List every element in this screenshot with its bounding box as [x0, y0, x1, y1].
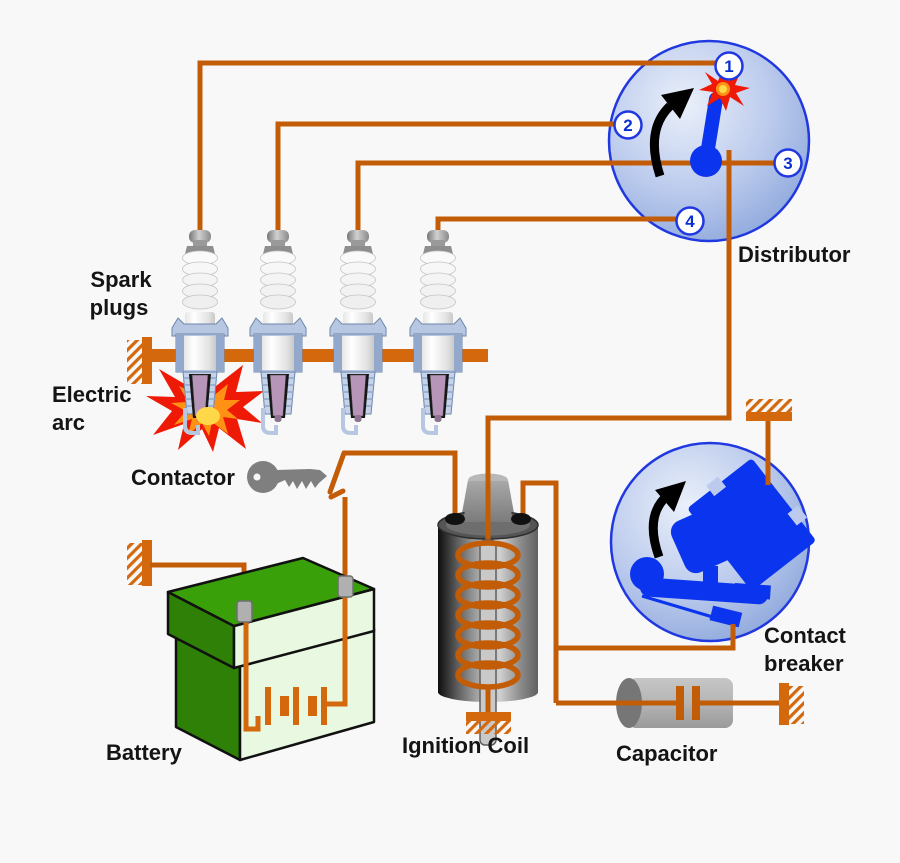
label-spark-plugs-1: Spark — [90, 267, 152, 292]
rotation-arrowhead-icon — [655, 481, 686, 512]
ground-icon-coil — [466, 712, 511, 734]
terminal-1 — [714, 51, 744, 81]
label-capacitor: Capacitor — [616, 741, 718, 766]
terminal-4 — [675, 206, 705, 236]
plug1-hook-electrode — [183, 408, 200, 435]
engine-block-bar — [127, 337, 488, 384]
terminal-3 — [773, 148, 803, 178]
wire-terminal1-plug1 — [197, 60, 716, 232]
contactor — [247, 450, 458, 580]
distributor-terminals: 1 2 3 4 — [613, 51, 803, 236]
breaker-mechanism-icon — [630, 459, 815, 628]
distributor: 1 2 3 4 — [613, 51, 803, 236]
wire-terminal4-plug4 — [435, 216, 678, 232]
label-contact-breaker-1: Contact — [764, 623, 847, 648]
key-icon — [247, 461, 327, 493]
ground-icon-battery — [127, 540, 152, 586]
label-spark-plugs-2: plugs — [90, 295, 149, 320]
coil-terminal-right — [511, 513, 531, 525]
terminal-2-number: 2 — [623, 116, 632, 135]
spark-plug-2 — [248, 228, 308, 435]
label-contactor: Contactor — [131, 465, 235, 490]
label-contact-breaker-2: breaker — [764, 651, 844, 676]
coil-terminal-left — [445, 513, 465, 525]
battery-terminal-negative — [236, 600, 253, 623]
capacitor-plate-right — [692, 686, 700, 720]
capacitor — [556, 678, 804, 728]
battery — [127, 540, 376, 762]
contact-breaker — [556, 399, 815, 651]
ground-icon-engine — [127, 337, 152, 384]
capacitor-plate-left — [676, 686, 684, 720]
electric-arc-core — [183, 407, 220, 435]
battery-box — [166, 556, 376, 762]
wire-coil-to-breaker — [520, 480, 559, 703]
spark-plug-3 — [328, 228, 388, 435]
wire-terminal2-plug2 — [275, 121, 616, 232]
rotation-arrowhead-icon — [661, 88, 694, 119]
wire-terminal3-plug3 — [355, 160, 776, 232]
ground-icon-breaker — [746, 399, 792, 421]
battery-terminal-positive — [337, 575, 354, 598]
battery-cell-symbol — [243, 592, 348, 732]
labels: Spark plugs Electric arc Contactor Batte… — [52, 242, 851, 766]
label-distributor: Distributor — [738, 242, 851, 267]
wire-breaker-to-junction — [556, 624, 736, 651]
rotation-arrow-icon — [649, 102, 674, 178]
ground-icon-capacitor — [779, 683, 804, 725]
label-ignition-coil: Ignition Coil — [402, 733, 529, 758]
terminal-1-number: 1 — [724, 57, 733, 76]
rotor-icon — [690, 92, 723, 177]
label-electric-arc-2: arc — [52, 410, 85, 435]
label-battery: Battery — [106, 740, 183, 765]
ignition-coil — [437, 468, 559, 746]
label-electric-arc-1: Electric — [52, 382, 132, 407]
rotor-spark-icon — [699, 68, 750, 111]
spark-plug-4 — [408, 228, 468, 435]
terminal-2 — [613, 110, 643, 140]
plug-wires — [197, 60, 776, 470]
switch-icon — [327, 450, 458, 580]
terminal-3-number: 3 — [783, 154, 792, 173]
terminal-4-number: 4 — [685, 212, 695, 231]
wire-high-voltage — [485, 150, 732, 470]
